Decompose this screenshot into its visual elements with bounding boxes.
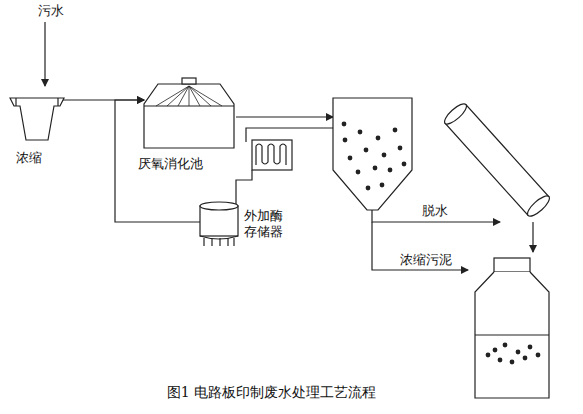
enzyme-storage: 外加酶 存储器	[196, 200, 288, 252]
node-label: 浓缩	[16, 150, 42, 166]
figure-caption: 图1 电路板印制废水处理工艺流程	[167, 384, 376, 401]
sludge-dot	[503, 343, 508, 348]
sludge-dot	[358, 130, 363, 135]
sludge-dot	[348, 156, 353, 161]
sludge-dot	[343, 138, 348, 143]
sludge-dot	[486, 353, 491, 358]
sludge-dot	[536, 353, 541, 358]
sludge-dot	[364, 148, 369, 153]
sludge-dot	[523, 356, 528, 361]
sludge-dot	[373, 166, 378, 171]
node-label: 外加酶 存储器	[244, 208, 284, 241]
sludge-dot	[510, 360, 515, 365]
sludge-dot	[366, 186, 371, 191]
node-label: 厌氧消化池	[138, 156, 203, 172]
sludge-dot	[528, 345, 533, 350]
thickener-tank: 浓缩	[8, 84, 66, 168]
sludge-dot	[356, 170, 361, 175]
sludge-dot	[393, 128, 398, 133]
anaerobic-digester: 厌氧消化池	[138, 76, 240, 174]
flow-label: 污水	[36, 3, 66, 19]
sludge-dot	[516, 350, 521, 355]
sludge-dot	[498, 358, 503, 363]
sludge-dot	[342, 122, 347, 127]
sludge-dot	[402, 162, 407, 167]
sludge-dot	[398, 146, 403, 151]
sludge-dot	[493, 348, 498, 353]
sludge-dot	[382, 153, 387, 158]
sludge-dot	[388, 168, 393, 173]
sludge-dot	[376, 136, 381, 141]
sludge-dot	[380, 183, 385, 188]
flow-label: 浓缩污泥	[398, 252, 454, 268]
flow-label: 脱水	[420, 203, 450, 219]
